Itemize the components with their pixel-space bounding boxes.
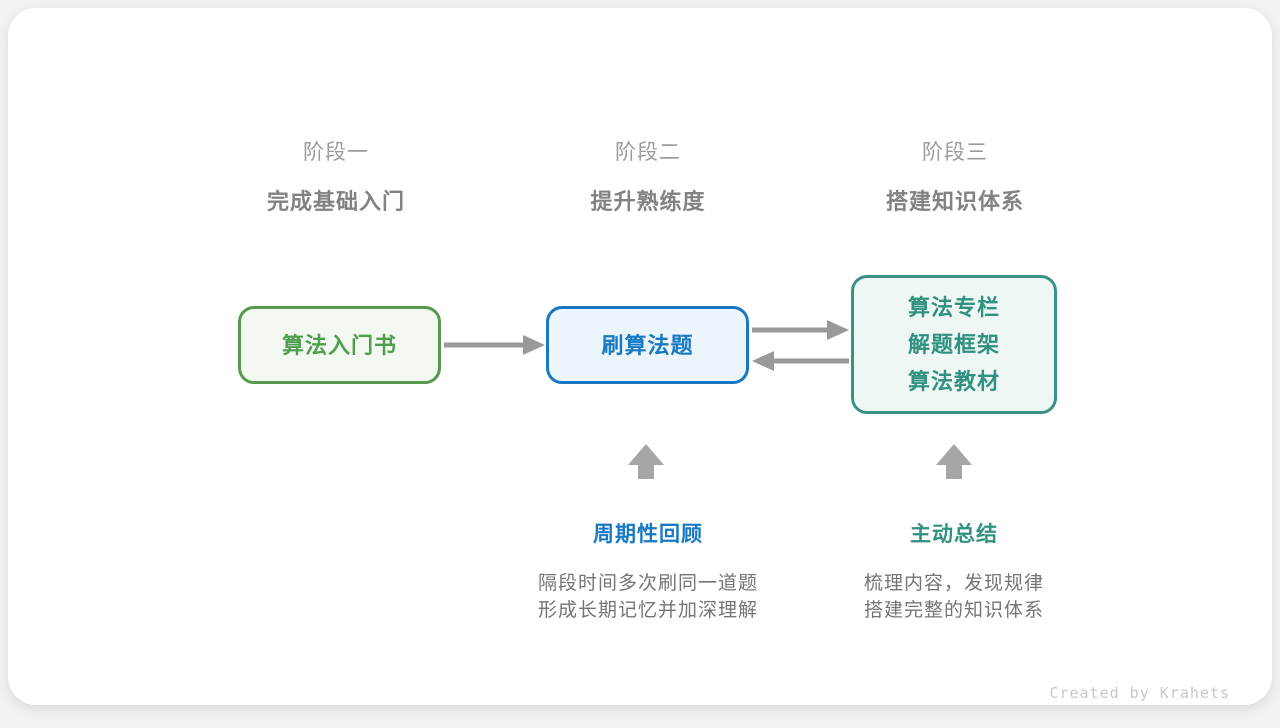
annotation-active-summary-line-2: 搭建完整的知识体系	[863, 600, 1044, 621]
arrow-node3-to-node2-icon	[752, 351, 849, 371]
stage-2-subtitle: 提升熟练度	[590, 189, 706, 214]
annotation-periodic-review: 周期性回顾 隔段时间多次刷同一道题 形成长期记忆并加深理解	[488, 518, 808, 624]
node-knowledge-resources: 算法专栏 解题框架 算法教材	[851, 275, 1057, 414]
node-algorithm-intro-book-label: 算法入门书	[281, 332, 397, 358]
stage-1-label: 阶段一	[303, 141, 369, 164]
annotation-periodic-review-body: 隔段时间多次刷同一道题 形成长期记忆并加深理解	[488, 570, 808, 624]
node-knowledge-resources-line-1: 算法专栏	[907, 295, 1000, 320]
annotation-active-summary-line-1: 梳理内容，发现规律	[863, 573, 1044, 594]
stage-2-header: 阶段二 提升熟练度	[518, 136, 778, 216]
stage-1-subtitle: 完成基础入门	[266, 189, 405, 214]
node-knowledge-resources-line-3: 算法教材	[907, 369, 1000, 394]
up-arrow-review-icon	[628, 444, 664, 479]
node-solve-algorithm-problems-label: 刷算法题	[601, 332, 694, 358]
node-algorithm-intro-book: 算法入门书	[238, 306, 441, 384]
diagram-card: 阶段一 完成基础入门 阶段二 提升熟练度 阶段三 搭建知识体系 算法入门书 刷算…	[8, 8, 1272, 705]
annotation-periodic-review-line-2: 形成长期记忆并加深理解	[537, 600, 758, 621]
node-knowledge-resources-line-2: 解题框架	[907, 332, 1000, 357]
stage-3-label: 阶段三	[922, 141, 988, 164]
annotation-periodic-review-title: 周期性回顾	[593, 523, 703, 546]
stage-3-header: 阶段三 搭建知识体系	[825, 136, 1085, 216]
annotation-periodic-review-line-1: 隔段时间多次刷同一道题	[537, 573, 758, 594]
annotation-active-summary-title: 主动总结	[910, 523, 998, 546]
arrow-node1-to-node2-icon	[444, 335, 545, 355]
annotation-active-summary-body: 梳理内容，发现规律 搭建完整的知识体系	[794, 570, 1114, 624]
stage-1-header: 阶段一 完成基础入门	[206, 136, 466, 216]
up-arrow-summarize-icon	[936, 444, 972, 479]
stage-3-subtitle: 搭建知识体系	[885, 189, 1024, 214]
node-solve-algorithm-problems: 刷算法题	[546, 306, 749, 384]
arrow-node2-to-node3-icon	[752, 320, 849, 340]
stage-2-label: 阶段二	[615, 141, 681, 164]
annotation-active-summary: 主动总结 梳理内容，发现规律 搭建完整的知识体系	[794, 518, 1114, 624]
footer-credit: Created by Krahets	[1049, 684, 1230, 702]
